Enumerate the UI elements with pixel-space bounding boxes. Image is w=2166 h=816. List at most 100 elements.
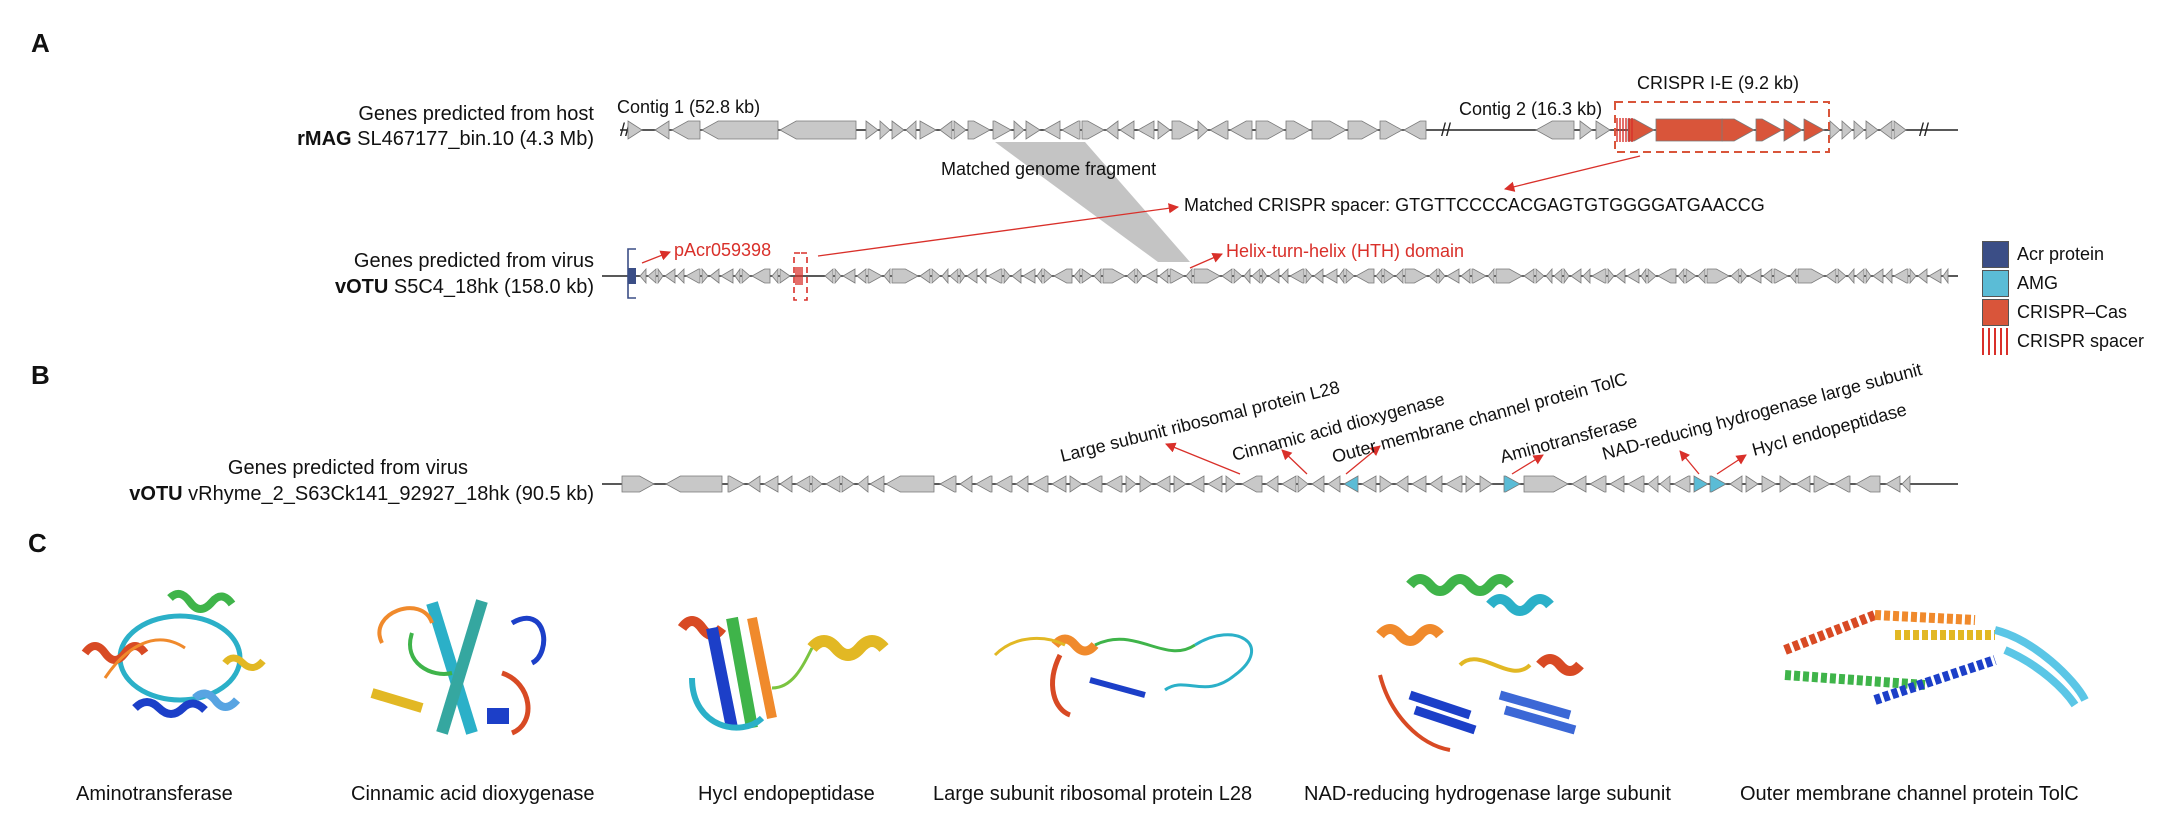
virus-a-gene (741, 268, 751, 284)
virus-a-gene (1570, 268, 1582, 284)
virus-b-gene (885, 475, 935, 493)
virus-b-track-label-line2: vOTU vRhyme_2_S63Ck141_92927_18hk (90.5 … (129, 483, 594, 506)
virus-b-gene (1051, 475, 1067, 493)
virus-a-gene (1243, 267, 1251, 285)
amg-gene (1693, 475, 1709, 493)
virus-a-name-bold: vOTU (334, 276, 389, 298)
virus-a-gene (1251, 268, 1261, 284)
virus-a-gene (1093, 268, 1102, 284)
host-gene (1535, 120, 1575, 140)
host-gene (1013, 120, 1025, 140)
legend-item: AMG (1982, 269, 2144, 297)
pacr-arrow (641, 250, 671, 264)
virus-a-gene (824, 268, 834, 284)
virus-b-gene (1647, 475, 1659, 493)
virus-a-gene (1657, 268, 1677, 284)
caption-l28: Large subunit ribosomal protein L28 (933, 783, 1253, 805)
virus-a-gene (883, 267, 891, 285)
virus-a-gene (1909, 267, 1917, 285)
virus-a-gene (1144, 268, 1158, 284)
virus-a-gene (647, 268, 657, 284)
virus-b-track: Large subunit ribosomal protein L28Cinna… (602, 359, 1958, 493)
crispr-locus-label: CRISPR I-E (9.2 kb) (1637, 73, 1799, 93)
virus-b-gene (1327, 475, 1341, 493)
host-gene (1853, 120, 1865, 140)
virus-b-gene (1571, 475, 1587, 493)
virus-b-name-bold: vOTU (129, 483, 183, 505)
virus-b-gene (1015, 475, 1029, 493)
virus-b-gene (1311, 475, 1325, 493)
virus-spacer-bracket-right (801, 252, 808, 301)
virus-b-gene (959, 475, 973, 493)
virus-a-gene (1553, 268, 1563, 284)
hyci-helix-yellow (807, 635, 889, 661)
virus-b-gene (727, 475, 745, 493)
virus-a-gene (1607, 267, 1615, 285)
caption-aminotransferase: Aminotransferase (76, 783, 233, 805)
virus-b-gene (825, 475, 841, 493)
amg-label: Large subunit ribosomal protein L28 (1058, 377, 1341, 466)
host-gene (1209, 120, 1229, 140)
virus-b-gene (1411, 475, 1427, 493)
tolc-helix-blue (1873, 655, 1997, 705)
virus-b-gene (1761, 475, 1777, 493)
host-gene (1285, 120, 1311, 140)
nad-helix-green (1406, 574, 1514, 596)
structure-hyci-endopeptidase (677, 616, 889, 731)
virus-a-gene (1917, 268, 1928, 284)
amg-pointer-arrow (1716, 454, 1747, 475)
virus-a-gene (919, 268, 931, 284)
virus-b-gene (1795, 475, 1811, 493)
virus-a-gene (1487, 267, 1495, 285)
host-gene (1893, 120, 1907, 140)
virus-a-gene (1221, 268, 1233, 284)
crispr-cas-gene (1783, 118, 1803, 142)
virus-b-gene (1523, 475, 1569, 493)
virus-a-gene (856, 268, 867, 284)
virus-a-gene (1438, 267, 1446, 285)
host-gene (1579, 120, 1593, 140)
legend-item: CRISPR spacer (1982, 327, 2144, 355)
acr-gene (628, 268, 636, 284)
virus-b-gene (995, 475, 1013, 493)
amg-pointer-arrow (1165, 442, 1241, 475)
virus-a-gene (1324, 268, 1338, 284)
virus-a-gene (1193, 268, 1221, 284)
virus-b-gene (1885, 475, 1901, 493)
structure-aminotransferase (81, 589, 266, 718)
spacer-swatch-icon (1982, 327, 2009, 355)
host-gene (879, 120, 891, 140)
virus-b-gene (621, 475, 655, 493)
virus-a-gene (771, 267, 779, 285)
virus-a-gene (1865, 267, 1872, 285)
virus-a-gene (1446, 268, 1460, 284)
host-gene (1879, 120, 1893, 140)
virus-b-gene (747, 475, 761, 493)
virus-a-gene (709, 268, 720, 284)
amg-gene (1343, 475, 1359, 493)
host-gene (1403, 120, 1427, 140)
host-gene (1081, 120, 1105, 140)
virus-a-gene (1383, 268, 1395, 284)
virus-b-gene (1139, 475, 1153, 493)
aminotransferase-loop-orange (103, 638, 186, 679)
host-track-label-line2: rMAG SL467177_bin.10 (4.3 Mb) (297, 128, 594, 151)
caption-hyci-endopeptidase: HycI endopeptidase (698, 783, 875, 805)
l28-tail-green (1094, 637, 1196, 653)
virus-a-gene (1355, 268, 1375, 284)
virus-a-gene (1289, 268, 1305, 284)
crispr-cas-gene (1627, 118, 1655, 142)
host-gene (1229, 120, 1253, 140)
break-mark-right: // (1919, 120, 1929, 140)
nad-loop-yellow (1458, 657, 1532, 673)
crispr-locus-box (1614, 101, 1830, 153)
nad-strand-skyblue (1498, 690, 1577, 735)
l28-loop-red (1050, 653, 1072, 718)
virus-a-gene (664, 268, 676, 284)
caption-tolc: Outer membrane channel protein TolC (1740, 783, 2079, 805)
virus-a-gene (1626, 268, 1640, 284)
virus-a-gene (834, 267, 842, 285)
virus-a-gene (1233, 268, 1243, 284)
host-gene (865, 120, 879, 140)
